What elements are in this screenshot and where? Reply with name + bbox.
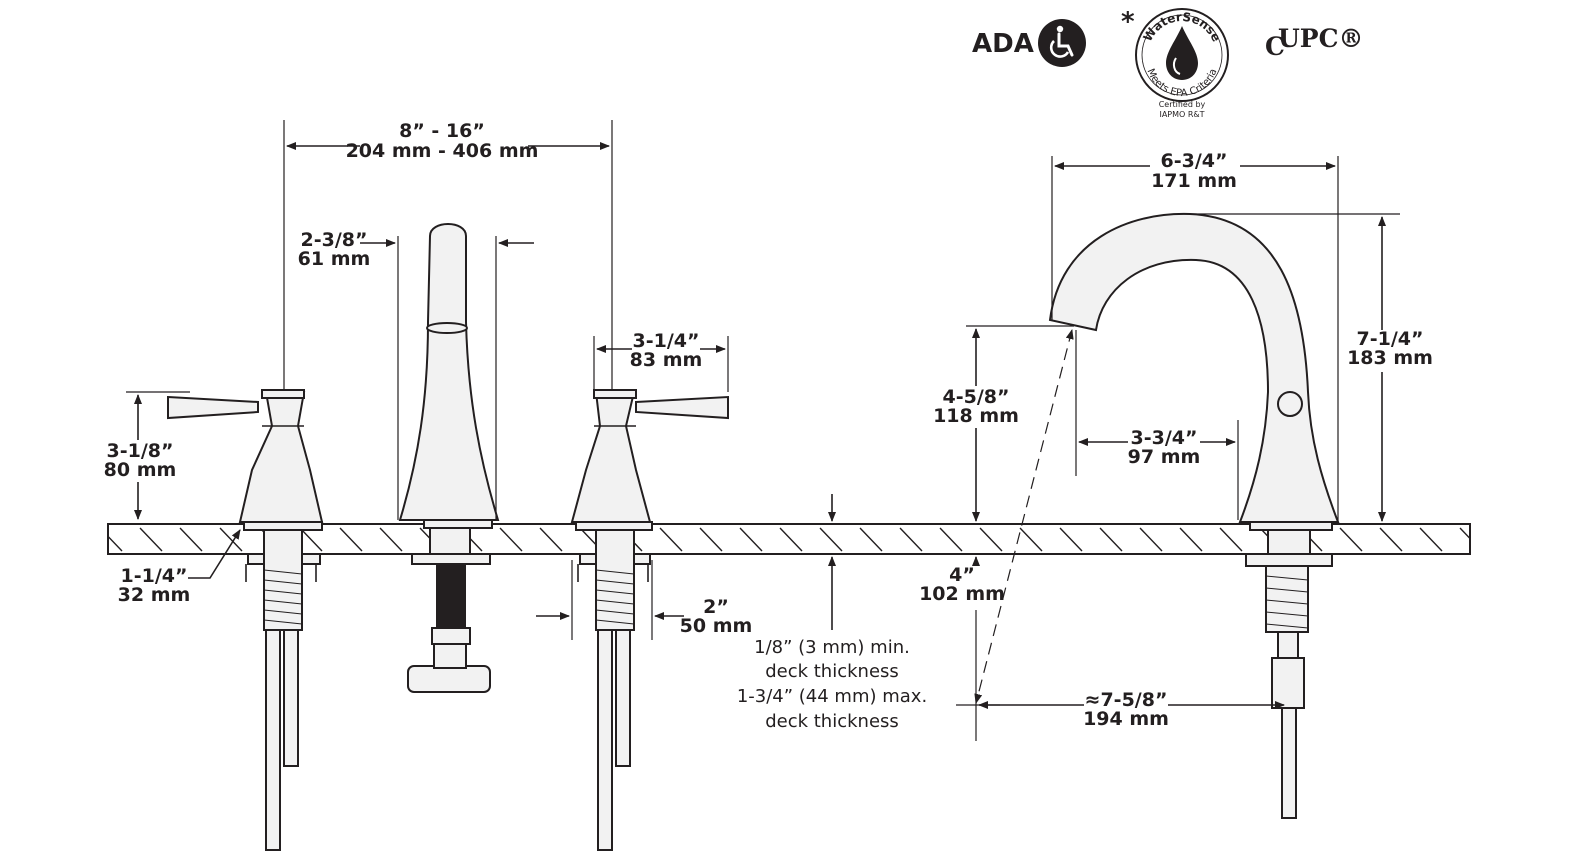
reach-mm: 171 mm xyxy=(1151,170,1237,192)
watersense-certified: Certified by xyxy=(1159,100,1206,109)
deck-hatch-line xyxy=(139,527,163,552)
left-handle xyxy=(167,389,324,851)
spread-mm: 204 mm - 406 mm xyxy=(346,140,539,162)
deck-hatch-line xyxy=(219,527,243,552)
deck-hatch-line xyxy=(899,527,923,552)
handle-width-in: 3-1/4” xyxy=(633,330,700,352)
deck-hatch-line xyxy=(179,527,203,552)
right-handle xyxy=(570,389,729,851)
spread-in: 8” - 16” xyxy=(399,120,485,142)
deck-hatch-line xyxy=(859,527,883,552)
deck-hatch-line xyxy=(819,527,843,552)
handle-height-mm: 80 mm xyxy=(104,459,177,481)
deck-hatch-line xyxy=(739,527,763,552)
spout-front xyxy=(398,223,500,693)
outlet-reach-in: 3-3/4” xyxy=(1131,427,1198,449)
spout-height-in: 7-1/4” xyxy=(1357,328,1424,350)
deck-note-line2: deck thickness xyxy=(765,661,899,682)
deck-hatch-line xyxy=(299,527,323,552)
base-mm: 50 mm xyxy=(680,615,753,637)
deck-note-line3: 1-3/4” (44 mm) max. xyxy=(737,686,927,707)
spout-height-mm: 183 mm xyxy=(1347,347,1433,369)
outlet-height-in: 4-5/8” xyxy=(943,386,1010,408)
deck-hatch-line xyxy=(379,527,403,552)
deck-hatch-line xyxy=(779,527,803,552)
deck-hatch-line xyxy=(659,527,683,552)
shank-mm: 32 mm xyxy=(118,584,191,606)
deck-hatch-line xyxy=(499,527,523,552)
handle-width-mm: 83 mm xyxy=(630,349,703,371)
under-deck-mm: 102 mm xyxy=(919,583,1005,605)
watersense-asterisk: * xyxy=(1121,7,1135,37)
deck-hatch-line xyxy=(339,527,363,552)
watersense-iapmo: IAPMO R&T xyxy=(1159,110,1204,119)
deck-note-line1: 1/8” (3 mm) min. xyxy=(754,637,910,658)
dimension-lines xyxy=(126,120,1400,741)
deck-hatch-line xyxy=(1099,527,1123,552)
base-in: 2” xyxy=(703,596,729,618)
deck xyxy=(107,523,1471,555)
shank-in: 1-1/4” xyxy=(121,565,188,587)
deck-hatch-line xyxy=(1179,527,1203,552)
outlet-height-mm: 118 mm xyxy=(933,405,1019,427)
diag-mm: 194 mm xyxy=(1083,708,1169,730)
deck-hatch-line xyxy=(1139,527,1163,552)
deck-hatch-line xyxy=(1219,527,1243,552)
deck-hatch-line xyxy=(939,527,963,552)
dimension-labels: 8” - 16” 204 mm - 406 mm 2-3/8” 61 mm 3-… xyxy=(104,120,1433,732)
under-deck-in: 4” xyxy=(949,564,975,586)
reach-in: 6-3/4” xyxy=(1161,150,1228,172)
deck-hatch-line xyxy=(1339,527,1363,552)
deck-hatch-line xyxy=(108,535,123,552)
deck-hatch-line xyxy=(1419,527,1443,552)
upc-label: UPC® xyxy=(1278,24,1364,53)
upc-prefix: C xyxy=(1265,32,1285,61)
deck-note-line4: deck thickness xyxy=(765,711,899,732)
certification-logos: ADA * WaterSense Meets EPA Criteria Cert… xyxy=(972,7,1364,119)
handle-height-in: 3-1/8” xyxy=(107,440,174,462)
outlet-reach-mm: 97 mm xyxy=(1128,446,1201,468)
deck-hatch-line xyxy=(1459,527,1470,540)
deck-hatch-line xyxy=(1379,527,1403,552)
ada-label: ADA xyxy=(972,29,1034,59)
left-handle-threads xyxy=(263,569,303,625)
wheelchair-icon xyxy=(1038,19,1086,67)
watersense-logo: * WaterSense Meets EPA Criteria Certifie… xyxy=(1121,7,1229,119)
deck-hatch-line xyxy=(699,527,723,552)
diag-in: ≈7-5/8” xyxy=(1085,689,1168,711)
right-handle-threads xyxy=(595,569,635,625)
spout-side-threads xyxy=(1265,575,1309,629)
upc-logo: C UPC® xyxy=(1265,24,1364,61)
spout-width-mm: 61 mm xyxy=(298,248,371,270)
deck-hatch-line xyxy=(539,527,563,552)
spout-width-in: 2-3/8” xyxy=(301,229,368,251)
